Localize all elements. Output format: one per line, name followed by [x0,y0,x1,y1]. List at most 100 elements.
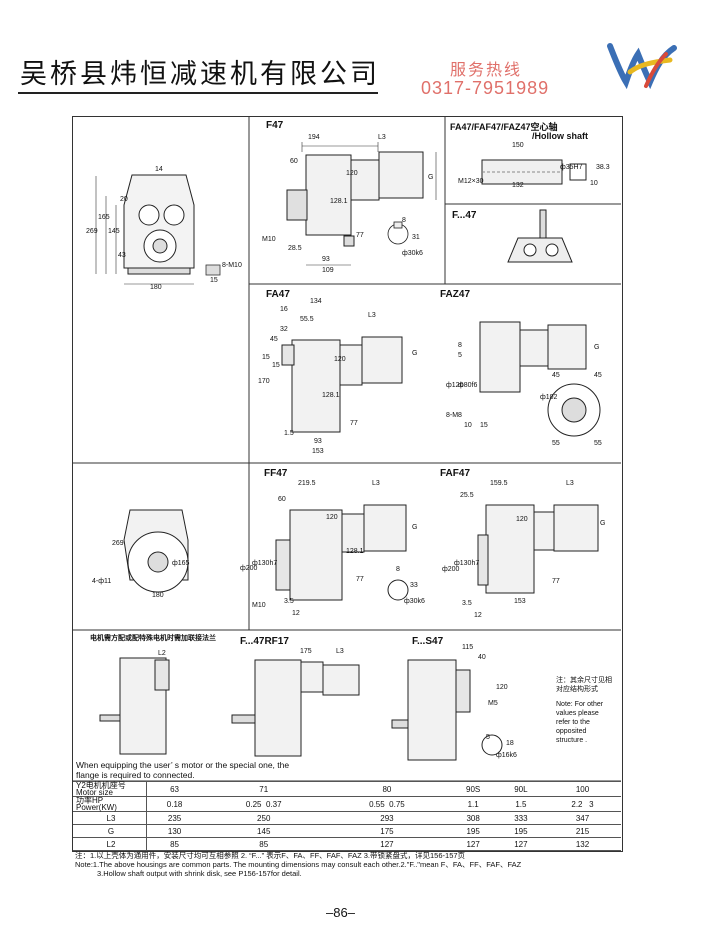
dim: 8 [402,217,406,224]
dim: L3 [566,480,574,487]
ff47-front-view [123,509,189,593]
table-cell: 80 [325,781,449,797]
dim: 120 [516,516,528,523]
dim: 159.5 [490,480,508,487]
dim: 153 [514,598,526,605]
dim: 15 [272,362,280,369]
table-cell: 175 [325,824,449,838]
header-rule [18,92,378,94]
dim: ф200 [442,566,460,573]
dim: 3.5 [284,598,294,605]
table-cell: 85 [202,837,326,851]
table-cell: 130 [146,824,203,838]
f47-front-view [123,174,195,275]
table-cell: 71 [202,781,326,797]
row-label: G [73,824,147,838]
f-47rf17-view [231,659,360,757]
dim: 180 [152,592,164,599]
dim: ф30k6 [402,250,423,257]
table-cell: 215 [544,824,621,838]
dim: 20 [120,196,128,203]
title-f-47: F...47 [452,210,477,221]
dim: 153 [312,448,324,455]
table-cell: 1.5 [497,796,544,812]
dim: 10 [590,180,598,187]
table-cell: 100 [544,781,621,797]
table-cell: 0.25 0.37 [202,796,326,812]
footer-line-2: Note:1.The above housings are common par… [75,860,522,869]
dim: L3 [378,134,386,141]
table-cell: 1.1 [448,796,498,812]
dim: 120 [346,170,358,177]
dim: 194 [308,134,320,141]
row-label: L3 [73,811,147,825]
title-faz47: FAZ47 [440,289,471,300]
dim: 16 [280,306,288,313]
footer-notes: 注：1.以上壳体为通用件，安装尺寸均可互相参照 2. “F...” 表示F、FA… [75,851,635,878]
table-cell: 0.18 [146,796,203,812]
footer-line-3: 3.Hollow shaft output with shrink disk, … [97,869,302,878]
company-logo [600,42,680,97]
dim: ф130h7 [252,560,278,567]
dim: L3 [372,480,380,487]
table-cell: 63 [146,781,203,797]
dim: ф165 [172,560,190,567]
dim: G [600,520,606,527]
title-f-47rf17: F...47RF17 [240,636,289,647]
dim: 120 [326,514,338,521]
dim: M12×30 [458,178,484,185]
dim: 45 [552,372,560,379]
table-cell: 90S [448,781,498,797]
dim: 25.5 [460,492,474,499]
flange-note: When equipping the user’ s motor or the … [76,760,290,780]
faf47-view [477,504,599,594]
dim: 150 [512,142,524,149]
table-row: L3 235 250 293 308 333 347 [73,811,621,825]
dim: ф80f6 [458,382,478,389]
dim: ф130h7 [454,560,480,567]
dim: 269 [112,540,124,547]
side-note-en: Note: For other values please refer to t… [556,701,604,744]
f47-side-view [286,151,424,247]
footer-line-1: 注：1.以上壳体为通用件，安装尺寸均可互相参照 2. “F...” 表示F、FA… [75,851,466,860]
dim: L3 [368,312,376,319]
dim: 145 [108,228,120,235]
dim: 31 [412,234,420,241]
dim: 43 [118,252,126,259]
table-cell: 195 [497,824,544,838]
dim: 15 [210,277,218,284]
dim: 8 [458,342,462,349]
dim: 165 [98,214,110,221]
row-label: L2 [73,837,147,851]
dim: 15 [480,422,488,429]
table-cell: 127 [497,837,544,851]
dim: ф200 [240,565,258,572]
table-cell: 127 [448,837,498,851]
dim: 5 [486,734,490,741]
table-cell: 127 [325,837,449,851]
dim: 40 [478,654,486,661]
dim: 77 [552,578,560,585]
dim: 3.5 [462,600,472,607]
dim: 5 [458,352,462,359]
dim: L2 [158,650,166,657]
hollow-shaft-view [481,159,587,185]
dim: ф120 [446,382,464,389]
dim: ф30k6 [404,598,425,605]
dim: 269 [86,228,98,235]
key-detail [205,264,221,276]
dim: 128.1 [322,392,340,399]
dim: 219.5 [298,480,316,487]
dim: 77 [356,232,364,239]
f47-shaft-detail [387,221,409,245]
dim: G [428,174,434,181]
dim: 38.3 [596,164,610,171]
table-cell: 132 [544,837,621,851]
dim: G [412,524,418,531]
table-cell: 195 [448,824,498,838]
table-cell: 293 [325,811,449,825]
